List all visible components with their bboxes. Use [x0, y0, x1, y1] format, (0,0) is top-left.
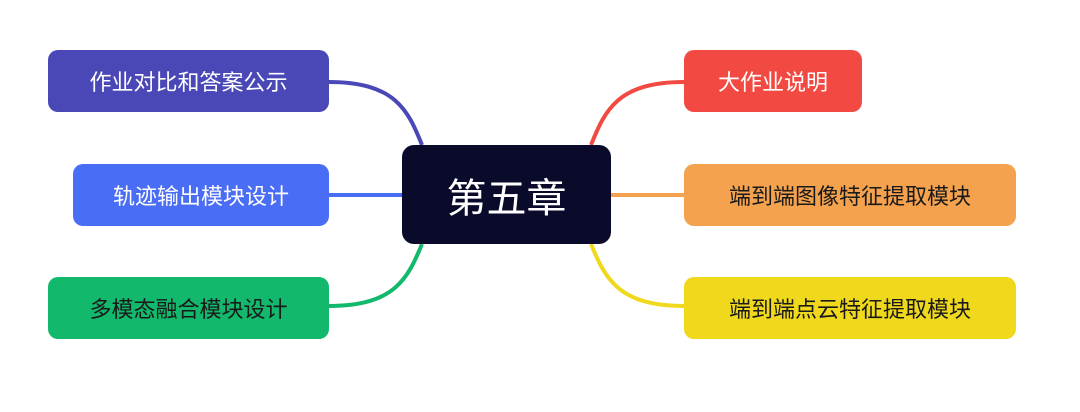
branch-label: 作业对比和答案公示: [89, 71, 288, 96]
central-topic: 第五章: [402, 145, 611, 244]
branch-label: 大作业说明: [717, 71, 828, 96]
branch-right-3: 端到端点云特征提取模块: [684, 277, 1016, 339]
connector-left-0: [328, 80, 424, 146]
branch-label: 端到端点云特征提取模块: [728, 298, 971, 323]
branch-left-3: 多模态融合模块设计: [48, 277, 329, 339]
connector-right-0: [589, 80, 685, 146]
central-topic-label: 第五章: [446, 175, 567, 222]
branch-left-2: 轨迹输出模块设计: [73, 164, 329, 226]
branch-right-2: 端到端图像特征提取模块: [684, 164, 1016, 226]
branch-left-1: 作业对比和答案公示: [48, 50, 329, 112]
connector-left-2: [328, 243, 424, 308]
branch-label: 轨迹输出模块设计: [112, 185, 289, 210]
connector-right-2: [589, 243, 685, 308]
branch-label: 端到端图像特征提取模块: [728, 185, 971, 210]
branch-right-1: 大作业说明: [684, 50, 862, 112]
branch-label: 多模态融合模块设计: [89, 298, 288, 323]
